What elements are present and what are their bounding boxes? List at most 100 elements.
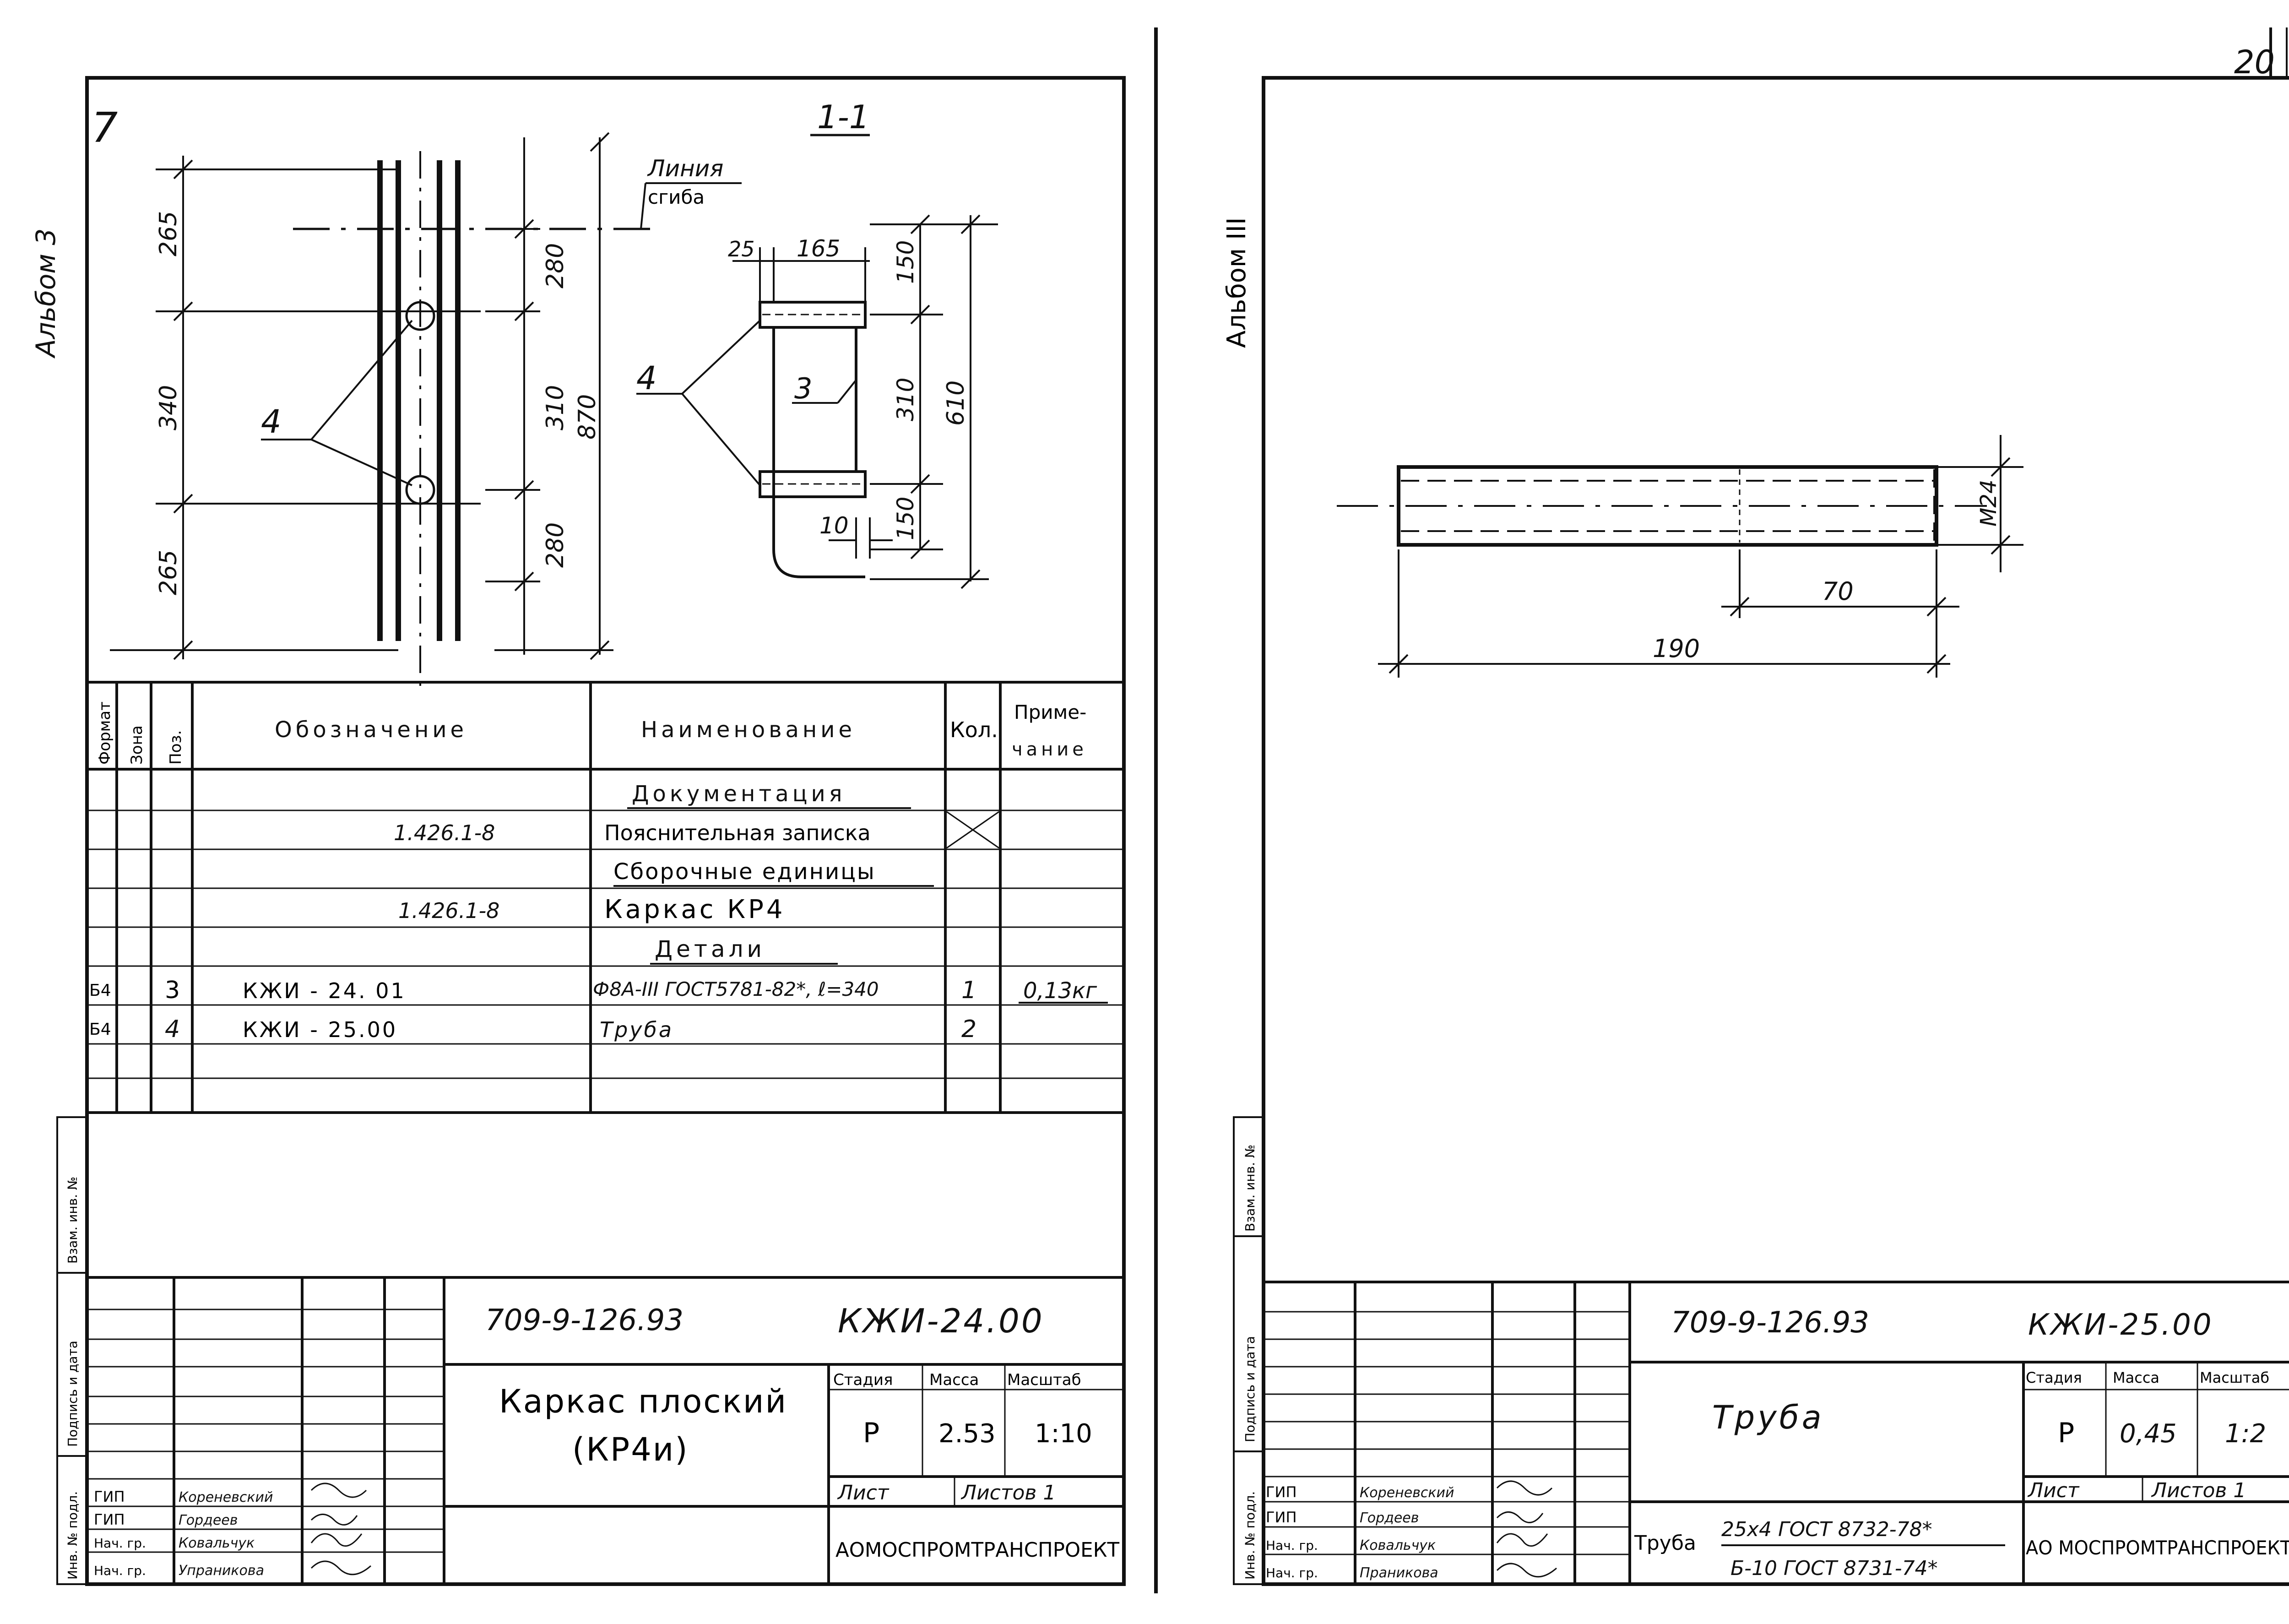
right-organization: АО МОСПРОМТРАНСПРОЕКТ: [2026, 1537, 2289, 1559]
right-sheet-label: Лист: [2027, 1479, 2080, 1502]
right-drawing-code: КЖИ-25.00: [2028, 1308, 2213, 1342]
left-margin-strip: [56, 1116, 88, 1585]
left-stage-label: Стадия: [833, 1371, 893, 1389]
left-drawing-code: КЖИ-24.00: [838, 1302, 1044, 1340]
front-dims-left: [110, 156, 481, 660]
left-corner-mark: 7: [92, 104, 118, 152]
right-title-block: [1264, 1281, 2289, 1584]
row6-name: Труба: [600, 1017, 673, 1042]
dim-side-1: 165: [797, 235, 840, 262]
right-staff-3-role: Нач. гр.: [1266, 1565, 1318, 1581]
front-dims-right: [485, 132, 613, 660]
dim-side-0: 25: [728, 237, 755, 261]
side-dims: [732, 214, 998, 589]
left-staff-3-role: Нач. гр.: [94, 1563, 146, 1578]
left-staff-2-role: Нач. гр.: [94, 1536, 146, 1551]
row1-name: Пояснительная записка: [604, 820, 871, 845]
left-album-label: Альбом 3: [30, 228, 61, 359]
left-signatures: [310, 1483, 371, 1575]
right-mass: 0,45: [2120, 1419, 2177, 1449]
spec-table: [87, 681, 1124, 1114]
right-staff-2-role: Нач. гр.: [1266, 1538, 1318, 1553]
left-organization: АОМОСПРОМТРАНСПРОЕКТ: [835, 1538, 1119, 1562]
right-staff-0-role: ГИП: [1266, 1483, 1297, 1501]
right-margin-label-1: Подпись и дата: [1242, 1336, 1258, 1442]
left-sheet-label: Лист: [837, 1481, 890, 1505]
right-signatures: [1496, 1480, 1557, 1578]
right-album-label: Альбом III: [1222, 217, 1252, 348]
row3-designation: 1.426.1-8: [398, 898, 499, 923]
left-margin-label-2: Взам. инв. №: [65, 1177, 80, 1264]
row3-name: Каркас КР4: [604, 895, 786, 924]
left-title-block: [87, 1276, 1124, 1584]
left-sheets-label: Листов 1: [960, 1481, 1056, 1505]
row5-qty: 1: [961, 977, 976, 1004]
side-view: [759, 301, 867, 578]
left-margin-label-1: Подпись и дата: [65, 1341, 80, 1447]
dim-front-3: 280: [542, 243, 569, 288]
left-sheet: Альбом 3 7 1-1 Линия сгиба: [30, 76, 1126, 1586]
row6-pos: 4: [165, 1016, 180, 1043]
right-material-2: Б-10 ГОСТ 8731-74*: [1730, 1557, 1938, 1580]
tube-section-top: [405, 301, 435, 331]
left-staff-3-name: Упраникова: [179, 1563, 264, 1579]
left-project-number: 709-9-126.93: [485, 1304, 683, 1337]
row5-designation: КЖИ - 24. 01: [243, 978, 406, 1003]
hdr-format: Формат: [96, 701, 114, 765]
dim-side-3: 310: [892, 378, 919, 421]
hdr-designation: Обозначение: [275, 717, 467, 743]
hdr-name: Наименование: [641, 717, 856, 743]
tube-dims: [1378, 435, 2023, 678]
callout-4-front: 4: [261, 403, 282, 440]
right-margin-label-0: Инв. № подл.: [1242, 1491, 1258, 1580]
left-title-inner: [87, 1309, 1124, 1553]
dim-front-2: 265: [155, 550, 182, 595]
right-project-number: 709-9-126.93: [1671, 1306, 1869, 1340]
right-title-inner: [1264, 1311, 2289, 1555]
dim-side-4: 150: [892, 497, 919, 540]
bend-line-label-2: сгиба: [648, 186, 705, 208]
left-title-name-2: (КР4и): [572, 1431, 689, 1468]
right-staff-1-role: ГИП: [1266, 1509, 1297, 1526]
bend-line-label-1: Линия: [647, 155, 723, 182]
left-staff-2-name: Ковальчук: [179, 1535, 255, 1551]
right-staff-3-name: Праникова: [1360, 1565, 1438, 1581]
dim-front-1: 340: [155, 385, 182, 430]
left-sheet-frame: [85, 76, 1126, 1586]
row5-note: 0,13кг: [1023, 978, 1097, 1004]
right-margin-strip: [1233, 1116, 1264, 1585]
hdr-note-1: Приме-: [1014, 701, 1086, 723]
right-scale-label: Масштаб: [2200, 1369, 2269, 1386]
row6-format: Б4: [89, 1020, 111, 1039]
hdr-qty: Кол.: [950, 717, 998, 742]
row5-pos: 3: [165, 977, 180, 1004]
dim-front-5: 280: [542, 522, 569, 568]
right-sheets-label: Листов 1: [2151, 1479, 2246, 1502]
right-staff-2-name: Ковальчук: [1360, 1537, 1436, 1553]
left-stage: Р: [863, 1417, 879, 1449]
left-margin-label-0: Инв. № подл.: [65, 1491, 80, 1580]
row6-qty: 2: [961, 1016, 976, 1043]
section-title: 1-1: [817, 98, 869, 136]
tube-drawing: [1337, 465, 1987, 547]
row5-name: Ф8А-III ГОСТ5781-82*, ℓ=340: [593, 978, 879, 1000]
dim-front-4: 310: [542, 385, 569, 430]
left-staff-0-name: Кореневский: [179, 1489, 273, 1505]
dim-side-2: 150: [892, 240, 919, 284]
hdr-pos: Поз.: [167, 730, 185, 765]
left-mass: 2.53: [938, 1419, 996, 1449]
dim-front-0: 265: [155, 211, 182, 256]
right-title-name: Труба: [1712, 1399, 1824, 1436]
left-title-name-1: Каркас плоский: [499, 1383, 787, 1420]
left-mass-label: Масса: [929, 1371, 979, 1389]
spec-row-lines: [87, 809, 1124, 1079]
left-staff-0-role: ГИП: [94, 1488, 125, 1505]
row6-designation: КЖИ - 25.00: [243, 1017, 397, 1042]
left-staff-1-role: ГИП: [94, 1511, 125, 1528]
right-scale: 1:2: [2225, 1419, 2266, 1449]
row4-name: Детали: [655, 936, 765, 962]
right-mass-label: Масса: [2113, 1369, 2159, 1386]
right-stage-label: Стадия: [2026, 1369, 2082, 1386]
right-stage: Р: [2058, 1417, 2074, 1449]
